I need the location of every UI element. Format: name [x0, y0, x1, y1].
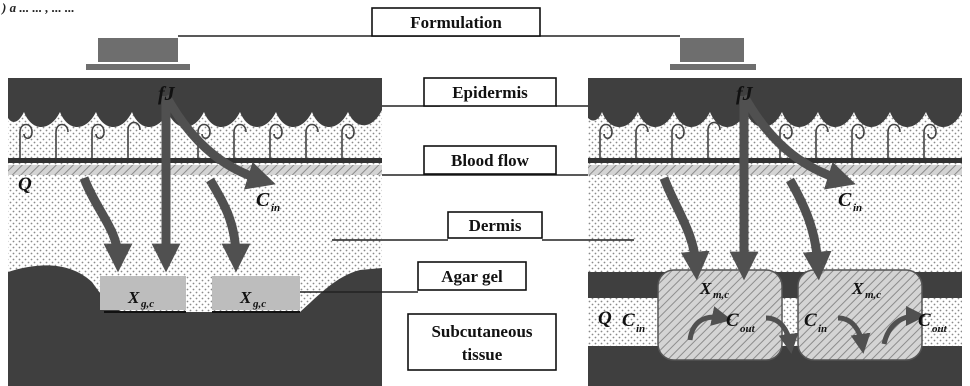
symbol-C-out-right-2: C	[918, 310, 931, 331]
formulation-base-left	[86, 64, 190, 70]
symbol-fJ-right: fJ	[736, 83, 754, 105]
label-dermis: Dermis	[469, 216, 522, 235]
subscript-out-right-1: out	[740, 323, 756, 335]
formulation-base-right	[670, 64, 756, 70]
symbol-C-in-right-1: C	[622, 310, 635, 331]
subscript-in-left: in	[271, 202, 280, 214]
label-blood-flow: Blood flow	[451, 151, 530, 170]
symbol-C-in-right: C	[838, 189, 852, 211]
formulation-pad-right	[680, 38, 744, 62]
blood-flow-line-left	[8, 158, 382, 163]
label-formulation: Formulation	[410, 13, 502, 32]
right-panel: fJ C in X m,c X m,c Q C in C out C in C …	[588, 38, 962, 386]
blood-flow-hatch-right	[588, 165, 962, 175]
subscript-in-right: in	[853, 202, 862, 214]
label-epidermis: Epidermis	[452, 83, 528, 102]
label-subcutaneous-line2: tissue	[462, 345, 503, 364]
epidermis-right	[588, 78, 962, 127]
subscript-mc-1: m,c	[713, 289, 729, 301]
subscript-out-right-2: out	[932, 323, 948, 335]
subscript-in-right-1: in	[636, 323, 645, 335]
symbol-X-mc-2: X	[851, 279, 864, 298]
symbol-X-gc-1: X	[127, 288, 140, 307]
blood-flow-line-right	[588, 158, 962, 163]
subscript-in-right-2: in	[818, 323, 827, 335]
muscle-compartment-1	[658, 270, 782, 360]
label-agar-gel: Agar gel	[441, 267, 503, 286]
symbol-fJ-left: fJ	[158, 83, 176, 105]
symbol-C-in-left: C	[256, 189, 270, 211]
symbol-Q-left: Q	[18, 174, 32, 195]
symbol-X-mc-1: X	[699, 279, 712, 298]
label-subcutaneous-line1: Subcutaneous	[431, 322, 532, 341]
caption-fragment: ) a ... ... , ... ...	[1, 0, 75, 15]
subscript-gc-2: g,c	[252, 298, 266, 310]
symbol-C-in-right-2: C	[804, 310, 817, 331]
blood-flow-hatch-left	[8, 165, 382, 175]
left-panel: fJ Q C in X g,c X g,c	[8, 38, 382, 386]
subscript-mc-2: m,c	[865, 289, 881, 301]
symbol-Q-right: Q	[598, 308, 612, 329]
symbol-C-out-right-1: C	[726, 310, 739, 331]
formulation-pad-left	[98, 38, 178, 62]
symbol-X-gc-2: X	[239, 288, 252, 307]
subscript-gc-1: g,c	[140, 298, 154, 310]
